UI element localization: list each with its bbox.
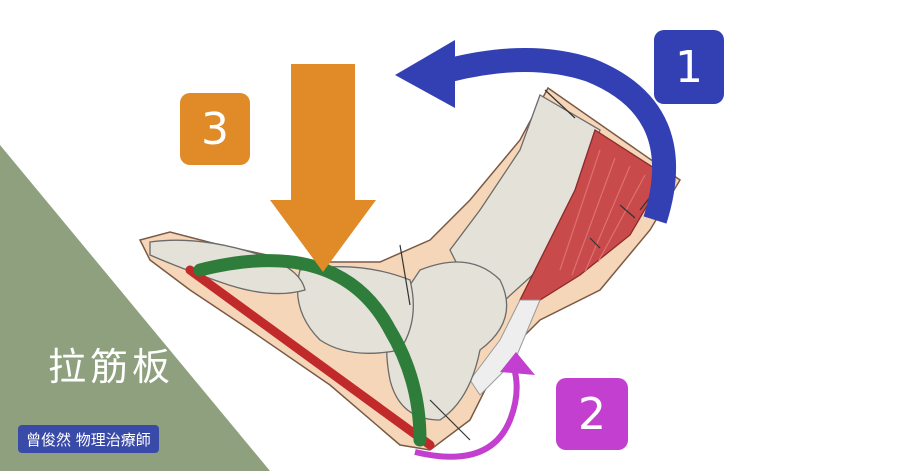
plantar-fascia-arc <box>193 254 427 447</box>
step-3-badge: 3 <box>180 93 250 165</box>
step-3-label: 3 <box>201 103 229 155</box>
rotation-arrow-1 <box>447 48 677 224</box>
down-arrow-3-shaft <box>291 64 355 204</box>
step-1-label: 1 <box>675 41 703 93</box>
curved-arrow-2 <box>414 371 520 460</box>
step-2-label: 2 <box>578 388 606 440</box>
author-badge: 曾俊然 物理治療師 <box>18 425 159 453</box>
author-name: 曾俊然 物理治療師 <box>26 430 151 449</box>
down-arrow-3-head <box>270 200 376 272</box>
stretch-board-line <box>185 265 435 450</box>
step-1-badge: 1 <box>654 30 724 104</box>
page-title: 拉筋板 <box>48 345 175 389</box>
green-background-triangle <box>0 145 270 471</box>
rotation-arrow-1-head <box>395 40 455 108</box>
calf-muscle-fibers <box>559 149 646 276</box>
step-2-badge: 2 <box>556 378 628 450</box>
curved-arrow-2-head <box>500 352 535 375</box>
